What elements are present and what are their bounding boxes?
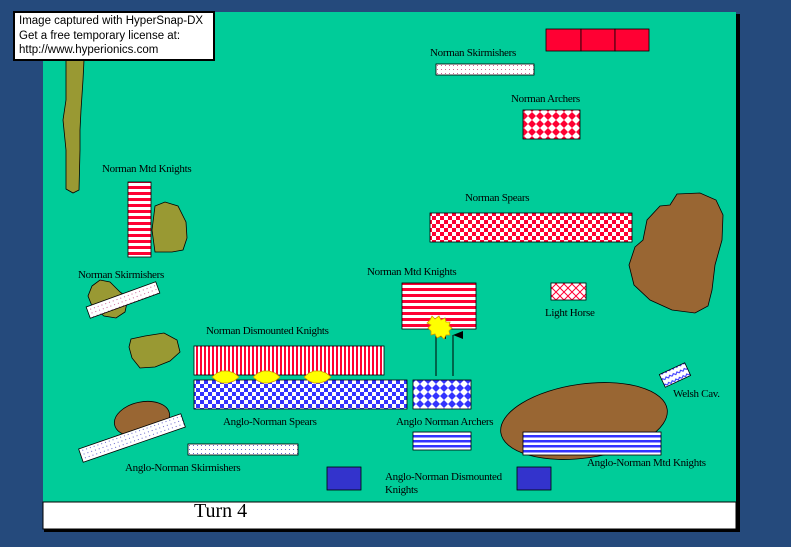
woods-near-knights bbox=[151, 201, 188, 253]
hill-east bbox=[628, 192, 724, 314]
label-norman-archers: Norman Archers bbox=[511, 93, 580, 105]
unit-anglo-norman-skirmishers-diag bbox=[78, 413, 186, 463]
label-anglo-norman-archers: Anglo Norman Archers bbox=[396, 416, 494, 428]
woods-small bbox=[128, 332, 181, 369]
label-norman-mtd-knights-left: Norman Mtd Knights bbox=[102, 163, 192, 175]
label-norman-skirmishers-top: Norman Skirmishers bbox=[430, 47, 516, 59]
label-norman-spears: Norman Spears bbox=[465, 192, 530, 204]
clash-marker bbox=[426, 315, 453, 340]
label-anglo-norman-spears: Anglo-Norman Spears bbox=[223, 416, 317, 428]
unit-anglo-norman-archers bbox=[412, 379, 472, 410]
unit-anglo-norman-archers-line bbox=[412, 431, 472, 451]
label-welsh-cav: Welsh Cav. bbox=[673, 388, 720, 400]
label-anglo-norman-dismounted-knights-1: Anglo-Norman Dismounted bbox=[385, 471, 502, 483]
unit-norman-dismounted-knights bbox=[193, 345, 385, 376]
clash-marker bbox=[252, 370, 281, 384]
label-anglo-norman-mtd-knights: Anglo-Norman Mtd Knights bbox=[587, 457, 706, 469]
label-norman-mtd-knights-center: Norman Mtd Knights bbox=[367, 266, 457, 278]
unit-anglo-norman-skirmishers bbox=[187, 443, 299, 456]
watermark-line-2: Get a free temporary license at: bbox=[19, 29, 181, 42]
label-norman-skirmishers-left: Norman Skirmishers bbox=[78, 269, 164, 281]
unit-anglo-norman-dismounted-knights-1 bbox=[326, 466, 362, 491]
unit-norman-archers bbox=[522, 109, 581, 140]
unit-light-horse bbox=[550, 282, 587, 301]
unit-norman-spears bbox=[429, 212, 633, 243]
hypersnap-watermark: Image captured with HyperSnap-DX Get a f… bbox=[13, 11, 215, 61]
turn-indicator: Turn 4 bbox=[194, 500, 248, 522]
woods-strip bbox=[62, 59, 85, 194]
label-anglo-norman-dismounted-knights-2: Knights bbox=[385, 484, 418, 496]
clash-markers bbox=[211, 315, 453, 384]
unit-anglo-norman-mtd-knights bbox=[522, 431, 662, 456]
unit-welsh-cav bbox=[658, 362, 692, 388]
unit-norman-mtd-knights-left bbox=[127, 181, 152, 258]
label-anglo-norman-skirmishers: Anglo-Norman Skirmishers bbox=[125, 462, 241, 474]
unit-anglo-norman-dismounted-knights-2 bbox=[516, 466, 552, 491]
watermark-line-3: http://www.hyperionics.com bbox=[19, 44, 159, 56]
norman-reserve-blocks bbox=[545, 28, 650, 52]
turn-bar bbox=[42, 501, 737, 530]
label-light-horse: Light Horse bbox=[545, 307, 595, 319]
clash-marker bbox=[211, 370, 240, 384]
clash-marker bbox=[303, 370, 332, 384]
watermark-line-1: Image captured with HyperSnap-DX bbox=[19, 15, 204, 27]
unit-anglo-norman-spears bbox=[193, 379, 408, 410]
label-norman-dismounted-knights: Norman Dismounted Knights bbox=[206, 325, 329, 337]
unit-norman-skirmishers-left bbox=[85, 281, 161, 319]
unit-norman-skirmishers-top bbox=[435, 63, 535, 76]
